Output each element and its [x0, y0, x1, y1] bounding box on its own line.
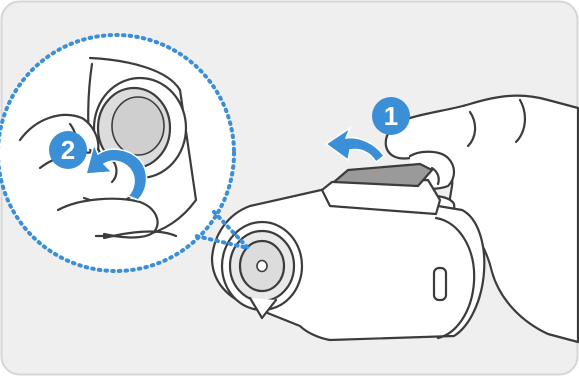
usb-port — [432, 266, 448, 302]
twist-arrow-icon — [85, 141, 148, 201]
step-1-badge: 1 — [372, 97, 410, 135]
adhesive-protective-film — [332, 162, 434, 188]
step-1-number: 1 — [384, 101, 398, 131]
peel-arrow-icon — [324, 126, 386, 164]
step-2-badge: 2 — [49, 131, 87, 169]
step-2-number: 2 — [61, 135, 75, 165]
